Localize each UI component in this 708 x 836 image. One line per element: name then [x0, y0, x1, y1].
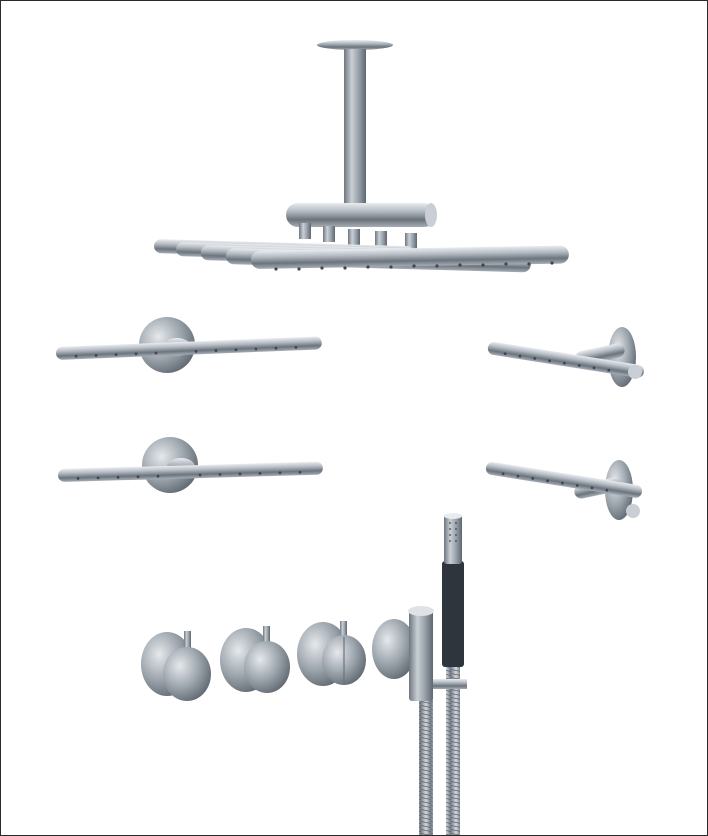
- shower-arm-bar: [485, 462, 643, 498]
- shower-arm-bar: [57, 461, 323, 482]
- hand-shower-set: [372, 513, 467, 835]
- hand-shower-head: [444, 514, 462, 564]
- mixer-knob-1: [141, 631, 211, 701]
- holder-bracket: [433, 679, 467, 689]
- ceiling-rain-shower: [154, 40, 569, 273]
- hand-shower-handle: [442, 561, 464, 667]
- manifold-bar: [286, 203, 436, 227]
- ceiling-flange: [317, 40, 393, 50]
- shower-hose: [419, 677, 433, 835]
- mixer-knob-2: [220, 626, 290, 693]
- mixer-knob-3: [297, 621, 366, 686]
- shower-jets: [299, 223, 417, 249]
- angled-shower-arm-1: [487, 327, 645, 387]
- angled-shower-arm-2: [485, 460, 643, 520]
- hand-shower-nozzles: [449, 522, 457, 542]
- rain-bars: [154, 239, 569, 273]
- ceiling-pipe: [344, 49, 366, 219]
- shower-hose: [446, 661, 460, 835]
- hose-connector: [409, 609, 433, 701]
- shower-arm-bar: [55, 336, 322, 360]
- wall-outlet: [372, 619, 416, 679]
- wall-shower-arm-1: [55, 317, 322, 373]
- wall-shower-arm-2: [57, 437, 323, 493]
- shower-arm-bar: [487, 342, 645, 378]
